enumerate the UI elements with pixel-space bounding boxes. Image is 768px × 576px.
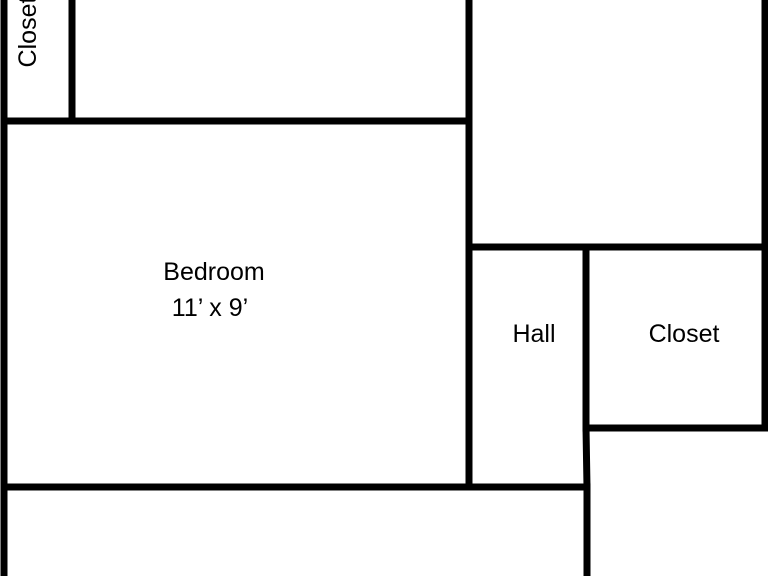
bedroom-dimensions: 11’ x 9’: [172, 294, 248, 322]
hall-label: Hall: [512, 320, 555, 348]
bedroom-label: Bedroom: [163, 258, 264, 286]
closet-right-label: Closet: [649, 320, 720, 348]
closet-top-left-label: Closet: [14, 0, 42, 67]
room-labels: Bedroom 11’ x 9’ Hall Closet Closet: [14, 0, 719, 348]
wall-hall-right: [582, 243, 591, 576]
